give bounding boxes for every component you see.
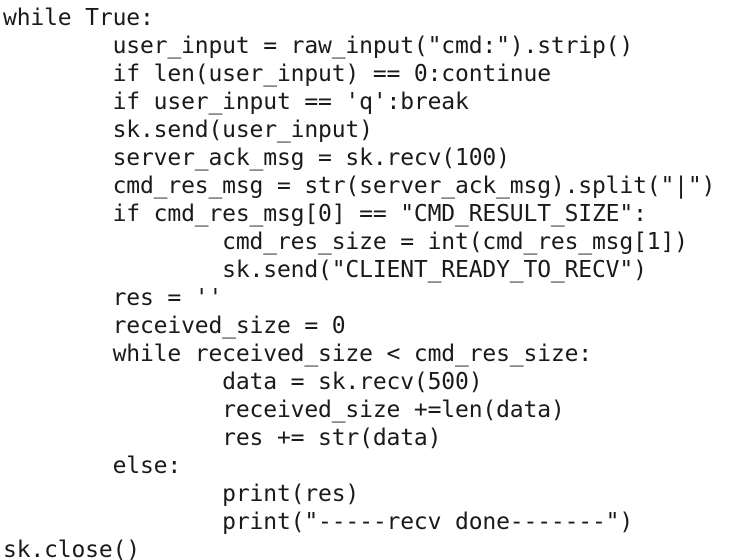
code-line: server_ack_msg = sk.recv(100) — [3, 145, 510, 171]
code-line: while received_size < cmd_res_size: — [3, 341, 593, 367]
code-line: print("-----recv done-------") — [3, 509, 634, 535]
code-line: res = '' — [3, 285, 223, 311]
code-line: sk.close() — [3, 537, 140, 560]
code-line: user_input = raw_input("cmd:").strip() — [3, 33, 634, 59]
code-line: cmd_res_msg = str(server_ack_msg).split(… — [3, 173, 716, 199]
code-line: data = sk.recv(500) — [3, 369, 483, 395]
code-line: if user_input == 'q':break — [3, 89, 469, 115]
code-line: sk.send("CLIENT_READY_TO_RECV") — [3, 257, 647, 283]
code-line: sk.send(user_input) — [3, 117, 373, 143]
code-line: print(res) — [3, 481, 360, 507]
code-line: if len(user_input) == 0:continue — [3, 61, 551, 87]
code-line: received_size +=len(data) — [3, 397, 565, 423]
code-line: received_size = 0 — [3, 313, 346, 339]
code-line: else: — [3, 453, 182, 479]
code-line: cmd_res_size = int(cmd_res_msg[1]) — [3, 229, 688, 255]
code-line: while True: — [3, 5, 154, 31]
code-line: res += str(data) — [3, 425, 442, 451]
code-line: if cmd_res_msg[0] == "CMD_RESULT_SIZE": — [3, 201, 647, 227]
